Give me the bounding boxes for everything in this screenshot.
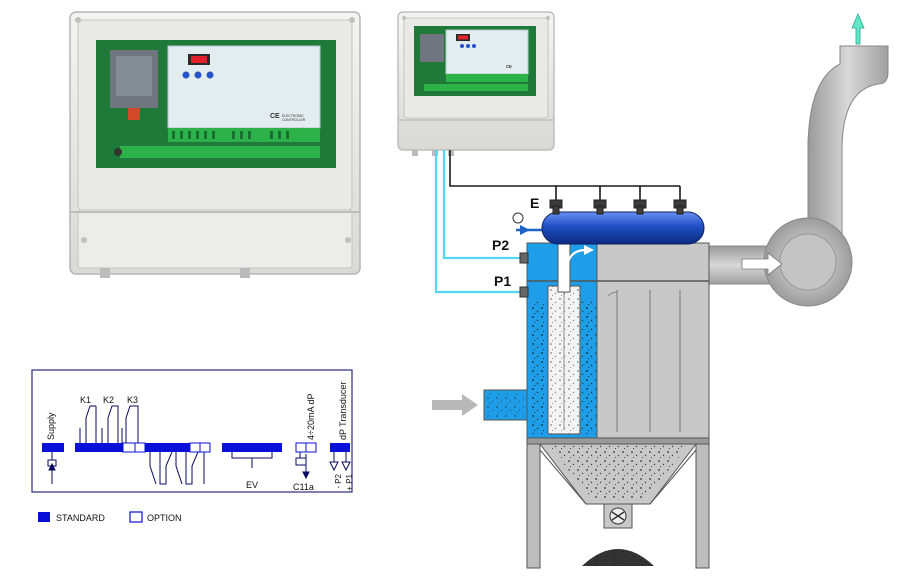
k2-label: K2 (103, 395, 114, 405)
legend-standard-label: STANDARD (56, 513, 105, 523)
ce-mark-large: CE (270, 113, 280, 120)
legend-option-swatch (129, 511, 143, 523)
c11a-label: C11a (293, 482, 314, 492)
legend: STANDARD OPTION (38, 511, 182, 523)
wiring-schematic: Supply K1 K2 K3 4÷20mA dP dP Transducer … (31, 369, 354, 493)
exhaust-duct (707, 12, 889, 307)
compressed-air-header (512, 199, 705, 245)
p1-terminal-label: + P1 (345, 473, 354, 490)
analog-output-label: 4÷20mA dP (306, 394, 316, 440)
pressure-gauge-icon (512, 212, 524, 224)
solenoid-label: E (530, 195, 539, 211)
controller-sublabel-large: CONTROLLER (282, 118, 306, 122)
inlet-arrow-icon (432, 394, 478, 416)
exhaust-arrow-icon (851, 12, 865, 45)
p2-label: P2 (492, 237, 509, 253)
legend-option-label: OPTION (147, 513, 182, 523)
pneumatic-lines (434, 150, 524, 294)
controller-label-large: ELECTRONIC (282, 114, 304, 118)
p1-label: P1 (494, 273, 511, 289)
controller-large: CE ELECTRONIC CONTROLLER (69, 11, 361, 278)
solenoid-wiring (449, 150, 681, 200)
k3-label: K3 (127, 395, 138, 405)
filter-housing (432, 235, 710, 569)
ev-label: EV (246, 480, 258, 490)
k1-label: K1 (80, 395, 91, 405)
legend-standard-swatch (38, 512, 50, 522)
p2-terminal-label: - P2 (334, 473, 343, 488)
transducer-label: dP Transducer (338, 382, 348, 440)
ce-mark-small: CE (506, 64, 512, 69)
controller-small: CE (397, 11, 555, 156)
supply-label: Supply (46, 412, 56, 440)
